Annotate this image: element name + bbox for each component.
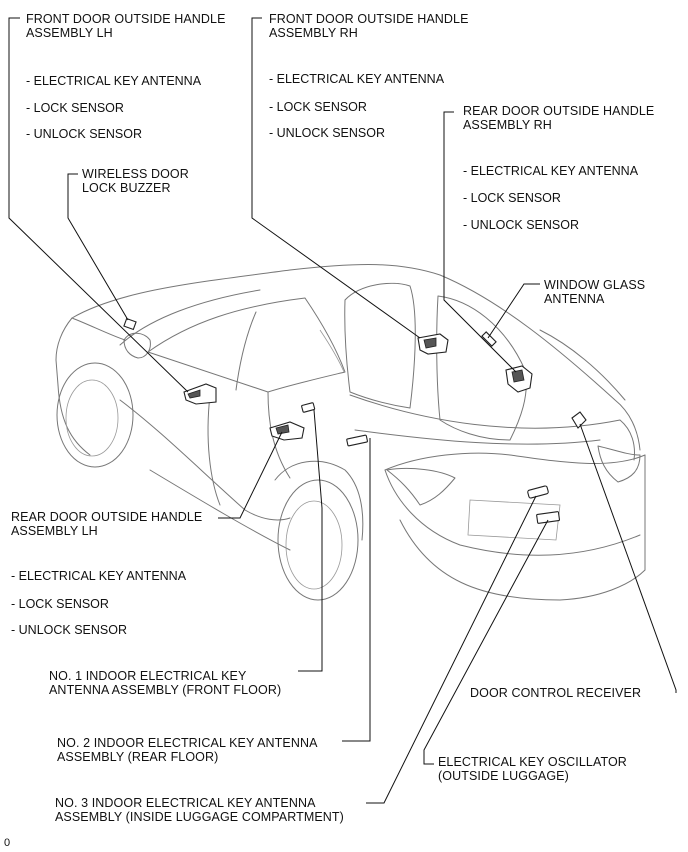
leader-receiver (579, 423, 677, 693)
label-line: REAR DOOR OUTSIDE HANDLE (463, 104, 655, 118)
label-line: ASSEMBLY RH (463, 118, 552, 132)
label-line: ASSEMBLY (REAR FLOOR) (57, 750, 219, 764)
leader-oscillator (423, 519, 549, 765)
label-line: REAR DOOR OUTSIDE HANDLE (11, 510, 203, 524)
leader-window-antenna (487, 283, 540, 339)
oscillator-icon (536, 511, 561, 524)
label-item: - ELECTRICAL KEY ANTENNA (269, 72, 445, 86)
label-item: - ELECTRICAL KEY ANTENNA (463, 164, 639, 178)
label-line: NO. 3 INDOOR ELECTRICAL KEY ANTENNA (55, 796, 316, 810)
label-line: WIRELESS DOOR (82, 167, 189, 181)
indoor-rear-antenna-icon (346, 434, 368, 447)
label-line: (OUTSIDE LUGGAGE) (438, 769, 569, 783)
leader-indoor-front (298, 409, 323, 672)
car-outline (55, 264, 646, 601)
label-item: - UNLOCK SENSOR (463, 218, 579, 232)
leader-rear-rh (443, 111, 517, 373)
front-handle-rh-icon (417, 333, 449, 355)
label-line: ASSEMBLY RH (269, 26, 358, 40)
rear-handle-lh-icon (269, 421, 305, 441)
component-icons (123, 317, 587, 524)
label-item: - UNLOCK SENSOR (26, 127, 142, 141)
label-line: ELECTRICAL KEY OSCILLATOR (438, 755, 627, 769)
label-line: ASSEMBLY (INSIDE LUGGAGE COMPARTMENT) (55, 810, 344, 824)
label-line: ASSEMBLY LH (26, 26, 113, 40)
label-item: - LOCK SENSOR (269, 100, 367, 114)
label-line: DOOR CONTROL RECEIVER (470, 686, 642, 700)
label-item: - UNLOCK SENSOR (11, 623, 127, 637)
label-line: FRONT DOOR OUTSIDE HANDLE (269, 12, 469, 26)
front-handle-lh-icon (183, 383, 217, 405)
leader-front-lh (8, 17, 189, 393)
leader-rear-lh (218, 431, 283, 519)
leader-indoor-rear (342, 438, 371, 742)
label-line: FRONT DOOR OUTSIDE HANDLE (26, 12, 226, 26)
label-item: - LOCK SENSOR (11, 597, 109, 611)
receiver-icon (571, 411, 587, 429)
indoor-front-antenna-icon (301, 402, 316, 413)
leader-lines (8, 17, 677, 804)
label-line: NO. 2 INDOOR ELECTRICAL KEY ANTENNA (57, 736, 318, 750)
label-item: - UNLOCK SENSOR (269, 126, 385, 140)
leader-buzzer (67, 173, 129, 321)
label-item: - LOCK SENSOR (463, 191, 561, 205)
window-antenna-icon (481, 331, 497, 347)
label-line: WINDOW GLASS (544, 278, 646, 292)
label-line: ANTENNA ASSEMBLY (FRONT FLOOR) (49, 683, 282, 697)
rear-handle-rh-icon (505, 365, 533, 393)
label-line: NO. 1 INDOOR ELECTRICAL KEY (49, 669, 247, 683)
label-item: - LOCK SENSOR (26, 101, 124, 115)
label-item: - ELECTRICAL KEY ANTENNA (11, 569, 187, 583)
label-line: ANTENNA (544, 292, 605, 306)
luggage-antenna-icon (527, 485, 549, 499)
figure-code: 0 (4, 837, 11, 849)
label-line: ASSEMBLY LH (11, 524, 98, 538)
leader-front-rh (251, 17, 421, 339)
buzzer-icon (123, 317, 137, 331)
label-item: - ELECTRICAL KEY ANTENNA (26, 74, 202, 88)
label-line: LOCK BUZZER (82, 181, 171, 195)
leader-indoor-luggage (366, 495, 537, 804)
